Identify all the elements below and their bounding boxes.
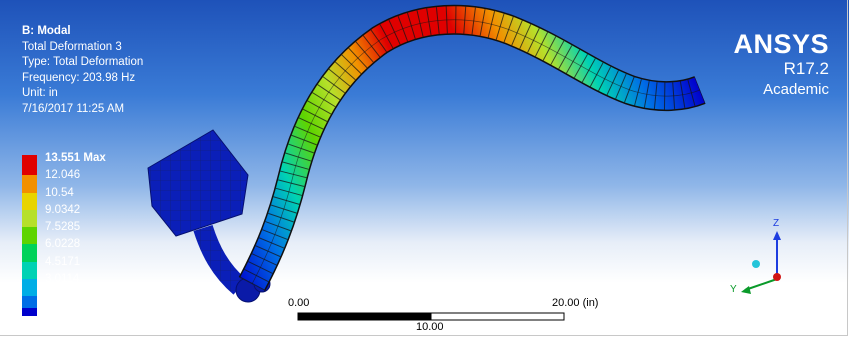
legend-swatch xyxy=(22,261,37,280)
analysis-system: B: Modal xyxy=(22,25,71,37)
isometric-ball-icon xyxy=(752,260,760,268)
result-timestamp: 7/16/2017 11:25 AM xyxy=(22,102,125,115)
ansys-branding: ANSYS R17.2 Academic xyxy=(733,30,829,100)
legend-label: 9.0342 xyxy=(45,203,81,216)
y-axis-line xyxy=(744,278,778,291)
result-info: B: Modal Total Deformation 3 Type: Total… xyxy=(22,24,143,117)
mass-block xyxy=(147,129,249,237)
legend-label: 3.0114 xyxy=(45,273,80,286)
y-axis-label: Y xyxy=(730,284,737,295)
legend-swatch xyxy=(22,307,37,316)
legend-swatch xyxy=(22,244,37,262)
legend-label: 0 Min xyxy=(45,307,75,320)
z-axis-label: Z xyxy=(773,218,780,229)
connector-stem xyxy=(193,224,247,295)
legend-swatch xyxy=(22,155,37,176)
legend-label: 1.5057 xyxy=(45,290,81,303)
result-unit: Unit: in xyxy=(22,87,58,99)
y-axis-arrow-icon xyxy=(741,286,751,294)
legend-label: 12.046 xyxy=(45,169,81,182)
axis-triad[interactable]: Z Y xyxy=(725,218,795,302)
legend-swatch xyxy=(22,279,37,297)
deformed-beam xyxy=(238,4,706,292)
legend-label: 6.0228 xyxy=(45,238,81,251)
result-type: Type: Total Deformation xyxy=(22,56,144,68)
ansys-version: R17.2 xyxy=(783,59,829,78)
x-axis-dot-icon xyxy=(773,273,781,281)
ansys-edition: Academic xyxy=(763,81,829,98)
mode-frequency: Frequency: 203.98 Hz xyxy=(22,71,136,84)
z-axis-arrow-icon xyxy=(773,231,781,240)
legend-label: 4.5171 xyxy=(45,255,81,268)
ansys-logo: ANSYS xyxy=(733,29,829,59)
legend-swatch xyxy=(22,227,37,245)
result-name: Total Deformation 3 xyxy=(22,40,122,53)
legend-label: 13.551 Max xyxy=(45,152,106,164)
legend-label: 10.54 xyxy=(45,186,74,199)
legend-label: 7.5285 xyxy=(45,221,81,234)
legend-swatch xyxy=(22,192,37,210)
legend-swatch xyxy=(22,175,37,193)
legend-swatch xyxy=(22,209,37,228)
